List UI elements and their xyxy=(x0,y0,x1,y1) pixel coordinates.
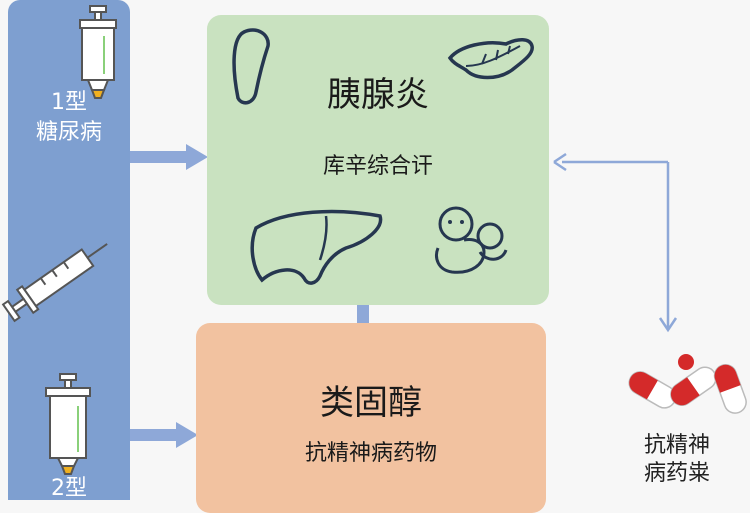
steroid-box: 类固醇 抗精神病药物 xyxy=(196,323,546,513)
steroid-title: 类固醇 xyxy=(320,383,422,423)
pills-icon xyxy=(628,354,747,414)
arrow-to-steroid xyxy=(130,422,198,448)
kidney-icon xyxy=(232,28,270,105)
syringe-icon xyxy=(1,243,108,323)
cushing-label: 库辛综合讦 xyxy=(322,154,433,179)
type2-diabetes-label: 2型 xyxy=(51,476,87,501)
baby-icon xyxy=(435,206,508,274)
type1-diabetes-label: 1型 糖尿病 xyxy=(35,90,102,145)
pancreas-icon xyxy=(447,38,534,80)
pancreatitis-title: 胰腺炎 xyxy=(327,75,429,115)
drug-link-arrow xyxy=(553,152,678,333)
insulin-pen-icon xyxy=(79,5,117,99)
antipsychotic-drug-label: 抗精神 病药粜 xyxy=(643,433,710,486)
antipsychotic-label: 抗精神病药物 xyxy=(304,441,437,466)
arrow-to-pancreatitis xyxy=(130,144,208,170)
insulin-pen-2-icon xyxy=(45,373,91,475)
liver-icon xyxy=(250,209,383,285)
box-connector xyxy=(357,305,369,323)
